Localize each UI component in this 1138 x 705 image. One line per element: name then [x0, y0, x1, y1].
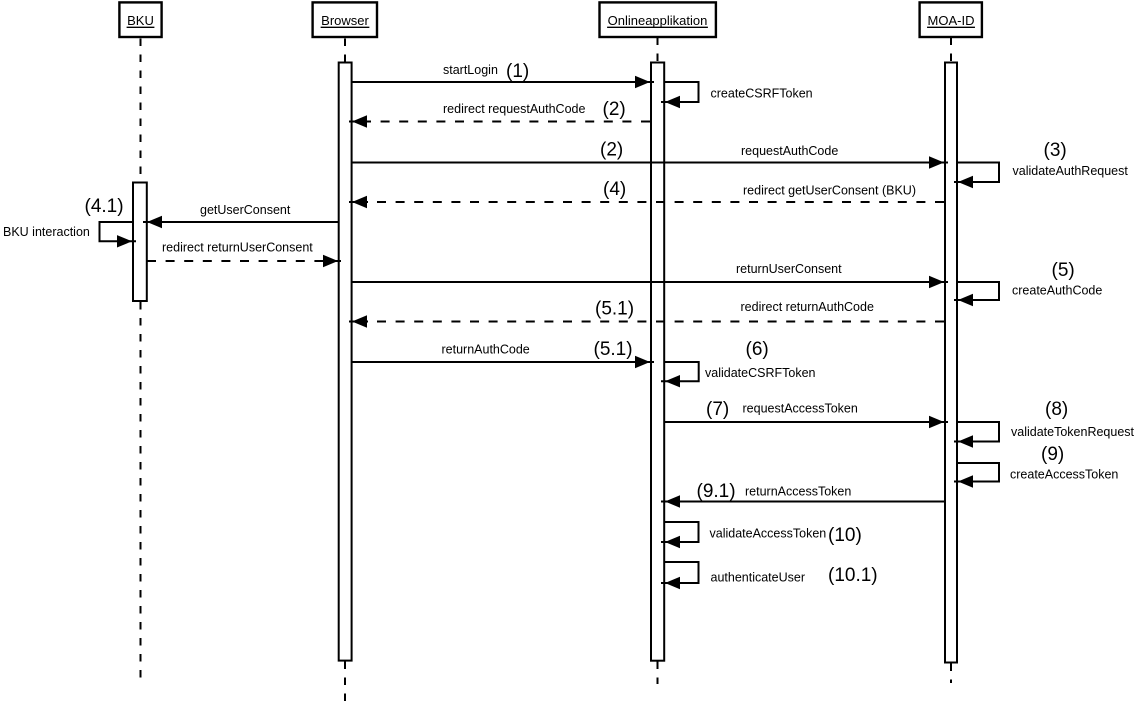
svg-text:returnAccessToken: returnAccessToken — [745, 485, 851, 499]
svg-text:BKU interaction: BKU interaction — [3, 225, 90, 239]
svg-text:(1): (1) — [506, 61, 529, 82]
svg-text:createCSRFToken: createCSRFToken — [711, 87, 813, 101]
svg-text:(5.1): (5.1) — [595, 299, 634, 320]
svg-text:returnAuthCode: returnAuthCode — [442, 343, 530, 357]
svg-text:validateAccessToken: validateAccessToken — [710, 527, 827, 541]
svg-text:startLogin: startLogin — [443, 63, 498, 77]
svg-text:returnUserConsent: returnUserConsent — [736, 262, 842, 276]
svg-text:createAccessToken: createAccessToken — [1010, 468, 1118, 482]
svg-text:(5.1): (5.1) — [594, 339, 633, 360]
svg-text:redirect returnAuthCode: redirect returnAuthCode — [741, 300, 874, 314]
svg-text:(4): (4) — [603, 179, 626, 200]
svg-text:Onlineapplikation: Onlineapplikation — [608, 13, 708, 28]
svg-text:requestAccessToken: requestAccessToken — [743, 402, 858, 416]
svg-text:validateTokenRequest: validateTokenRequest — [1011, 425, 1135, 439]
svg-text:(6): (6) — [746, 339, 769, 360]
svg-text:getUserConsent: getUserConsent — [200, 203, 291, 217]
svg-text:(7): (7) — [706, 399, 729, 420]
svg-text:(9.1): (9.1) — [697, 481, 736, 502]
svg-text:BKU: BKU — [127, 13, 154, 28]
svg-text:(10.1): (10.1) — [828, 565, 878, 586]
svg-text:(2): (2) — [600, 140, 623, 161]
svg-text:redirect getUserConsent (BKU): redirect getUserConsent (BKU) — [743, 184, 916, 198]
svg-text:validateCSRFToken: validateCSRFToken — [705, 366, 816, 380]
svg-text:(8): (8) — [1045, 399, 1068, 420]
svg-text:(2): (2) — [603, 99, 626, 120]
svg-text:requestAuthCode: requestAuthCode — [741, 144, 838, 158]
svg-text:(9): (9) — [1041, 444, 1064, 465]
svg-text:MOA-ID: MOA-ID — [928, 13, 975, 28]
svg-text:createAuthCode: createAuthCode — [1012, 284, 1102, 298]
svg-text:redirect returnUserConsent: redirect returnUserConsent — [162, 241, 313, 255]
svg-text:(3): (3) — [1044, 140, 1067, 161]
svg-text:(4.1): (4.1) — [85, 196, 124, 217]
svg-text:authenticateUser: authenticateUser — [711, 571, 806, 585]
svg-text:(10): (10) — [828, 525, 862, 546]
svg-text:Browser: Browser — [321, 13, 369, 28]
svg-text:validateAuthRequest: validateAuthRequest — [1013, 164, 1129, 178]
svg-text:(5): (5) — [1052, 260, 1075, 281]
svg-text:redirect requestAuthCode: redirect requestAuthCode — [443, 102, 585, 116]
